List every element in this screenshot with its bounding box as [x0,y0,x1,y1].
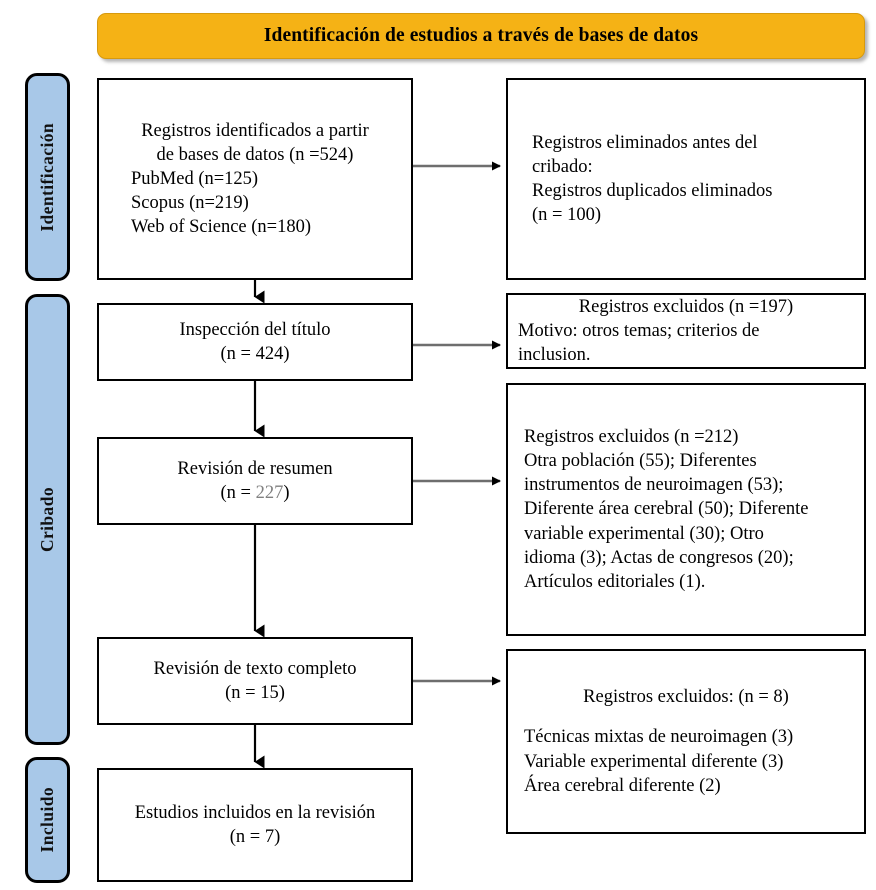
diagram-title: Identificación de estudios a través de b… [263,25,699,46]
box-records-excluded-abstract: Registros excluidos (n =212) Otra poblac… [506,383,866,636]
box-line: (n = 15) [225,683,285,703]
box-line: de bases de datos (n =524) [156,144,354,165]
box-records-removed-before-screening: Registros eliminados antes del cribado: … [506,78,866,280]
box-records-excluded-title: Registros excluidos (n =197) Motivo: otr… [506,293,866,369]
box-line: (n = 100) [532,205,602,226]
box-line: Registros excluidos (n =197) [578,296,794,317]
diagram-header-banner: Identificación de estudios a través de b… [97,13,865,59]
box-records-identified: Registros identificados a partir de base… [97,78,413,280]
box-records-excluded-fulltext: Registros excluidos: (n = 8) Técnicas mi… [506,649,866,834]
box-line: Registros excluidos (n =212) [524,427,739,448]
stage-tab-label: Cribado [37,486,57,553]
box-line: Área cerebral diferente (2) [524,775,721,796]
box-line: cribado: [532,156,593,177]
box-line: Técnicas mixtas de neuroimagen (3) [524,727,794,748]
box-title-screening: Inspección del título (n = 424) [97,303,413,381]
spacer [518,709,854,725]
box-studies-included: Estudios incluidos en la revisión (n = 7… [97,768,413,882]
box-line: Registros identificados a partir [141,120,369,141]
box-line: idioma (3); Actas de congresos (20); [524,547,794,568]
box-line: Inspección del título [179,319,331,340]
box-line: Scopus (n=219) [131,193,249,214]
box-line: Registros eliminados antes del [532,132,758,153]
box-line: Artículos editoriales (1). [524,571,706,592]
box-abstract-review: Revisión de resumen (n = 227) [97,437,413,525]
stage-tab-incluido: Incluido [25,757,70,883]
box-line: inclusion. [518,345,591,366]
box-line: Otra población (55); Diferentes [524,451,757,472]
box-line-count: (n = 227) [109,481,401,505]
box-line: instrumentos de neuroimagen (53); [524,475,784,496]
box-line: Motivo: otros temas; criterios de [518,320,760,341]
box-line: Revisión de resumen [177,458,333,479]
box-line: PubMed (n=125) [131,168,259,189]
box-line: Web of Science (n=180) [131,217,312,238]
count-prefix: (n = [220,483,256,503]
box-heading: Registros excluidos: (n = 8) [583,687,789,708]
box-line: (n = 7) [229,827,281,847]
box-line: (n = 424) [220,344,290,364]
stage-tab-label: Incluido [37,787,57,853]
box-line: Estudios incluidos en la revisión [134,802,376,823]
count-value: 227 [255,483,284,503]
stage-tab-cribado: Cribado [25,294,70,745]
stage-tab-label: Identificación [37,122,57,232]
box-line: Variable experimental diferente (3) [524,751,784,772]
stage-tab-identificacion: Identificación [25,73,70,281]
box-line: Registros duplicados eliminados [532,181,773,201]
box-line: Revisión de texto completo [153,658,357,679]
box-line: variable experimental (30); Otro [524,523,764,544]
box-fulltext-review: Revisión de texto completo (n = 15) [97,637,413,725]
count-suffix: ) [283,483,290,503]
box-line: Diferente área cerebral (50); Diferente [524,499,809,520]
